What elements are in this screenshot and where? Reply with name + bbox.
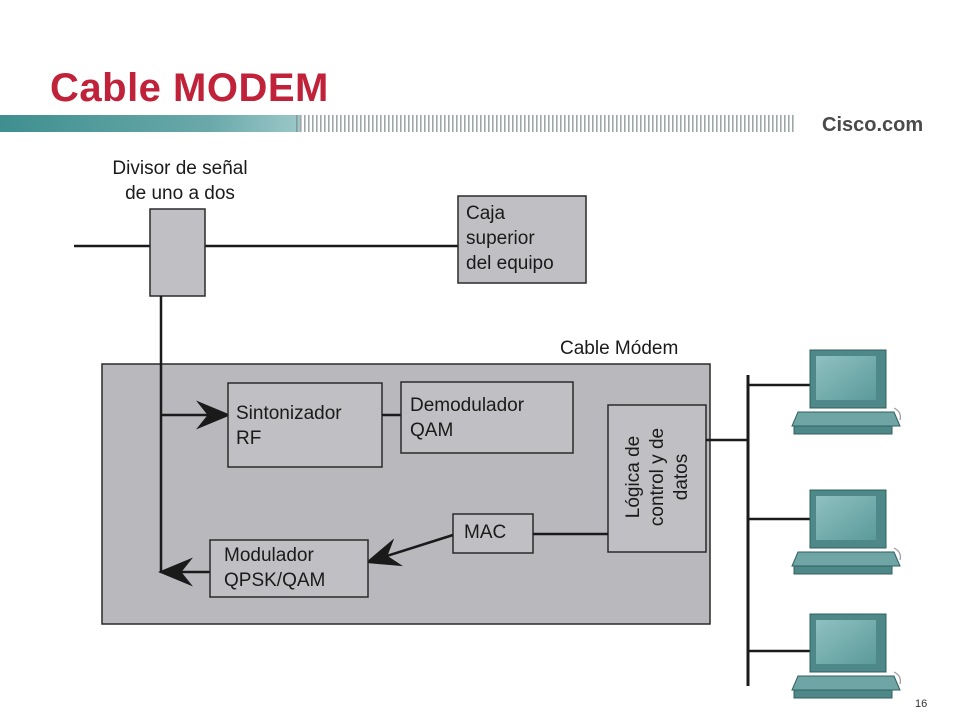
cisco-brand: Cisco.com [822, 114, 924, 136]
demodulator-label: Demodulador QAM [410, 393, 524, 443]
control-logic-box [607, 404, 707, 553]
page-number: 16 [915, 698, 928, 710]
tuner-label-line2: RF [236, 428, 262, 449]
computer-icon [791, 489, 901, 575]
demodulator-box [400, 381, 574, 454]
computer-icon [791, 349, 901, 435]
modulator-box [209, 539, 369, 598]
control-logic-line1: Lógica de [623, 435, 644, 519]
mac-modulator-arrow [365, 533, 454, 567]
settop-label-line3: del equipo [466, 253, 554, 274]
tuner-box [227, 382, 383, 468]
tuner-label: Sintonizador RF [236, 401, 342, 451]
slide-title: Cable MODEM [50, 66, 329, 110]
settop-label-line2: superior [466, 228, 535, 249]
settop-box-label: Caja superior del equipo [466, 201, 554, 276]
modulator-label-line2: QPSK/QAM [224, 570, 326, 591]
settop-box [457, 195, 587, 284]
splitter-label: Divisor de señal de uno a dos [90, 156, 270, 206]
cable-modem-label: Cable Módem [560, 338, 679, 359]
modulator-label: Modulador QPSK/QAM [224, 543, 325, 593]
splitter-box [149, 208, 206, 297]
control-logic-label: Lógica de control y de datos [622, 407, 694, 547]
computer-icon [791, 613, 901, 699]
modulator-label-line1: Modulador [224, 545, 314, 566]
header-band [0, 115, 796, 132]
splitter-label-line1: Divisor de señal [112, 158, 248, 179]
mac-box [452, 513, 534, 554]
settop-label-line1: Caja [466, 203, 506, 224]
mac-label: MAC [464, 522, 507, 543]
control-logic-line3: datos [671, 453, 692, 501]
demodulator-label-line2: QAM [410, 420, 454, 441]
splitter-label-line2: de uno a dos [125, 183, 235, 204]
control-logic-line2: control y de [647, 427, 668, 527]
demodulator-label-line1: Demodulador [410, 395, 525, 416]
tuner-label-line1: Sintonizador [236, 403, 342, 424]
